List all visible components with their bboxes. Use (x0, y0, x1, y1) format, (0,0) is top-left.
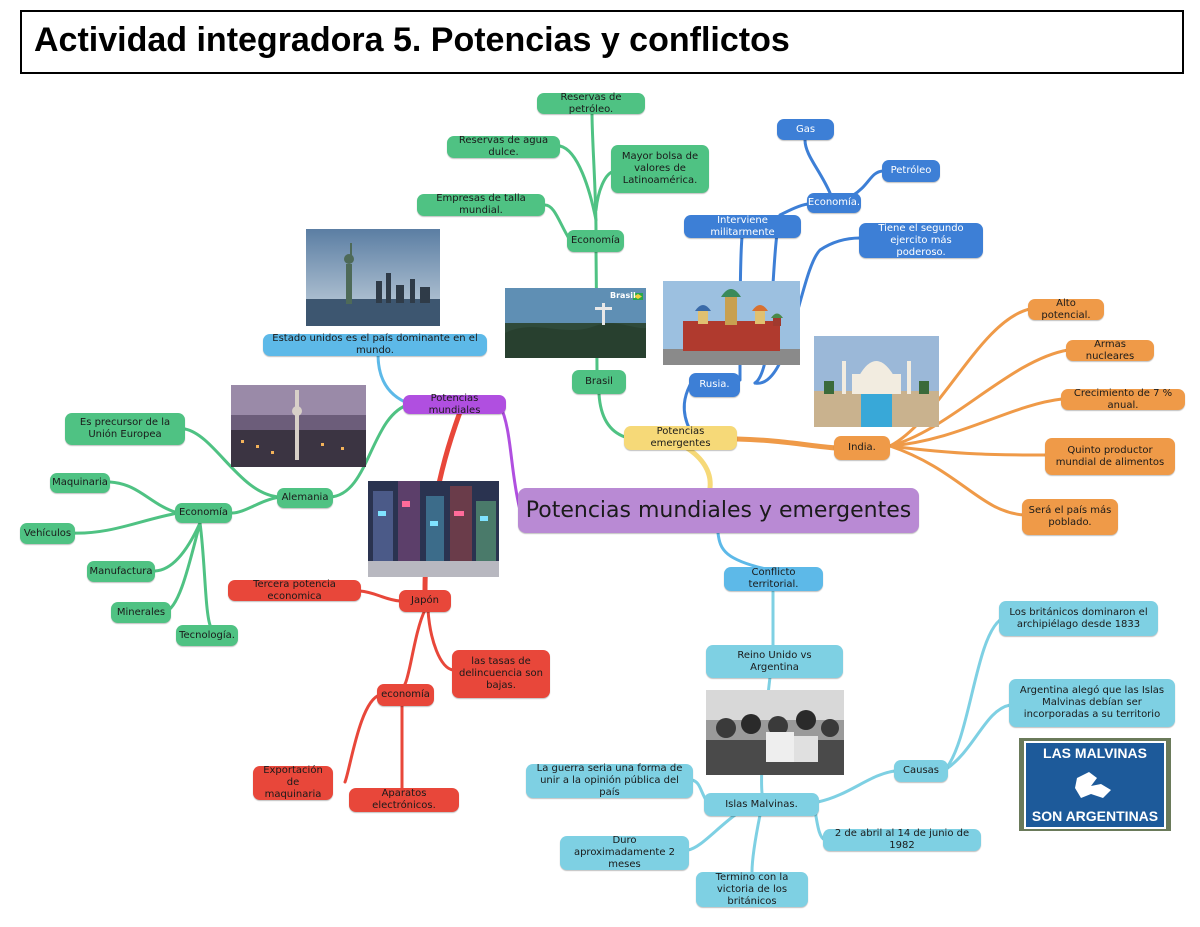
link-eco-agua (558, 144, 598, 222)
link-eco-maq (108, 480, 180, 515)
node-rusia[interactable]: Rusia. (689, 373, 740, 397)
link-japon-tercera (358, 589, 402, 603)
node-brasil-economia[interactable]: Economía (567, 230, 624, 252)
photo-malvinas-sign: LAS MALVINAS SON ARGENTINAS (1019, 738, 1171, 831)
node-causas[interactable]: Causas (894, 760, 948, 782)
node-crecimiento[interactable]: Crecimiento de 7 % anual. (1061, 388, 1185, 411)
node-tercera-potencia[interactable]: Tercera potencia economica (228, 579, 361, 602)
node-reino-unido[interactable]: Reino Unido vs Argentina (706, 645, 843, 678)
node-gas[interactable]: Gas (777, 119, 834, 140)
central-topic[interactable]: Potencias mundiales y emergentes (518, 488, 919, 533)
node-duro[interactable]: Duro aproximadamente 2 meses (560, 835, 689, 870)
sign-text-top: LAS MALVINAS (1043, 745, 1147, 761)
node-union-europea[interactable]: Es precursor de la Unión Europea (65, 413, 185, 445)
link-causas-britanicos (943, 618, 1002, 772)
photo-brasil-caption: Brasil (610, 291, 636, 300)
link-emergentes-india (734, 436, 839, 451)
link-islas-termino (750, 813, 762, 874)
link-central-mundiales (498, 403, 522, 512)
page-title: Actividad integradora 5. Potencias y con… (34, 21, 790, 59)
link-india-sera (888, 444, 1026, 517)
link-central-emergentes (679, 442, 713, 491)
link-causas-argentina (943, 703, 1012, 772)
link-india-alto (888, 307, 1032, 448)
link-islas-duro (686, 813, 737, 852)
node-reservas-petroleo[interactable]: Reservas de petróleo. (537, 92, 645, 115)
node-alemania[interactable]: Alemania (277, 488, 333, 508)
node-armas-nucleares[interactable]: Armas nucleares (1066, 339, 1154, 362)
link-india-crec (888, 397, 1064, 448)
node-japon[interactable]: Japón (399, 590, 451, 612)
node-interviene[interactable]: Interviene militarmente (684, 215, 801, 238)
node-potencias-mundiales[interactable]: Potencias mundiales (403, 393, 506, 416)
node-argentina[interactable]: Argentina alegó que las Islas Malvinas d… (1009, 679, 1175, 727)
link-emergentes-rusia (682, 383, 692, 432)
link-islas-causas (816, 769, 897, 804)
node-islas-malvinas[interactable]: Islas Malvinas. (704, 793, 819, 816)
link-mundiales-alemania (328, 402, 412, 499)
link-india-quinto (888, 444, 1048, 457)
node-potencias-emergentes[interactable]: Potencias emergentes (624, 426, 737, 450)
node-alto-potencial[interactable]: Alto potencial. (1028, 298, 1104, 321)
node-brasil[interactable]: Brasil (572, 370, 626, 394)
link-alemania-union (183, 427, 282, 499)
photo-tokyo (368, 481, 499, 577)
link-economia-gas (803, 138, 832, 195)
photo-berlin (231, 385, 366, 467)
node-delincuencia[interactable]: las tasas de delincuencia son bajas. (452, 650, 550, 698)
node-japon-economia[interactable]: economía (377, 684, 434, 706)
link-emergentes-brasil (597, 392, 627, 439)
node-quinto-productor[interactable]: Quinto productor mundial de alimentos (1045, 438, 1175, 475)
link-eco-bolsa (594, 170, 614, 212)
node-bolsa-valores[interactable]: Mayor bolsa de valores de Latinoamérica. (611, 145, 709, 193)
link-eco-tec (198, 521, 212, 627)
node-exportacion[interactable]: Exportación de maquinaria (253, 765, 333, 800)
photo-new-york (306, 229, 440, 326)
node-minerales[interactable]: Minerales (111, 602, 171, 623)
node-guerra[interactable]: La guerra seria una forma de unir a la o… (526, 763, 693, 798)
node-conflicto[interactable]: Conflicto territorial. (724, 567, 823, 591)
node-britanicos[interactable]: Los británicos dominaron el archipiélago… (999, 601, 1158, 636)
link-eco-veh (68, 511, 180, 535)
sign-text-bottom: SON ARGENTINAS (1031, 808, 1159, 824)
node-maquinaria[interactable]: Maquinaria (50, 473, 110, 493)
link-india-armas (888, 348, 1070, 448)
node-petroleo[interactable]: Petróleo (882, 160, 940, 182)
node-alemania-economia[interactable]: Economía (175, 503, 232, 523)
node-aparatos[interactable]: Aparatos electrónicos. (349, 788, 459, 812)
node-manufactura[interactable]: Manufactura (87, 561, 155, 582)
photo-taj-mahal (814, 336, 939, 427)
photo-falklands-soldiers (706, 690, 844, 775)
link-central-conflicto (716, 531, 772, 572)
title-box: Actividad integradora 5. Potencias y con… (20, 10, 1184, 74)
link-eco-export (343, 693, 382, 784)
link-alemania-economia (230, 495, 282, 515)
node-fechas[interactable]: 2 de abril al 14 de junio de 1982 (823, 828, 981, 851)
node-india[interactable]: India. (834, 436, 890, 460)
node-rusia-economia[interactable]: Economía. (807, 193, 861, 213)
node-vehiculos[interactable]: Vehículos (20, 523, 75, 544)
node-tecnologia[interactable]: Tecnología. (176, 625, 238, 646)
link-japon-delinc (426, 608, 455, 672)
node-empresas[interactable]: Empresas de talla mundial. (417, 193, 545, 216)
node-sera-poblado[interactable]: Será el país más poblado. (1022, 499, 1118, 535)
link-economia-petroleo (850, 169, 885, 198)
link-rusia-ejercito (753, 236, 862, 385)
photo-brasil: Brasil (505, 288, 646, 358)
node-ejercito[interactable]: Tiene el segundo ejercito más poderoso. (859, 223, 983, 258)
link-japon-eco (403, 608, 427, 686)
node-eeuu[interactable]: Estado unidos es el país dominante en el… (263, 333, 487, 356)
photo-moscow (663, 281, 800, 365)
node-reservas-agua[interactable]: Reservas de agua dulce. (447, 135, 560, 158)
node-termino[interactable]: Termino con la victoria de los británico… (696, 872, 808, 907)
